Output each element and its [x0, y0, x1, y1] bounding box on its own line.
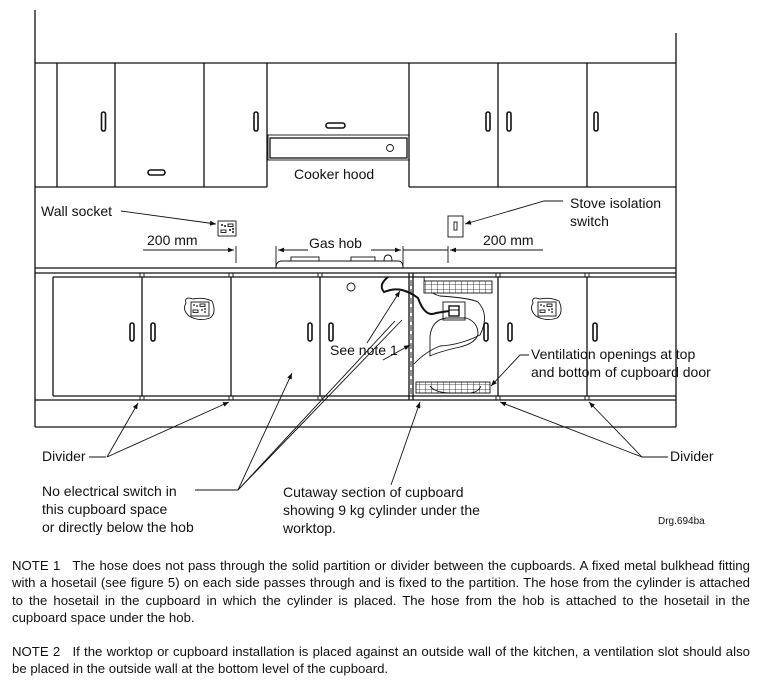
no-switch-label-3: or directly below the hob — [42, 519, 194, 535]
divider-leader — [499, 401, 643, 458]
cabinet-handle — [506, 111, 512, 132]
cabinet-handle — [325, 122, 346, 129]
divider-left-label: Divider — [42, 448, 86, 464]
wall-cabinets — [35, 62, 676, 188]
note-2-label: NOTE 2 — [12, 644, 61, 660]
ventilation-label-2: and bottom of cupboard door — [531, 364, 711, 380]
cupboard-handle — [592, 322, 598, 342]
cabinet-handle — [100, 111, 107, 132]
cutaway-label: Cutaway section of cupboard — [283, 484, 464, 500]
cutaway-leader — [390, 401, 421, 486]
cupboard-handle — [150, 322, 156, 342]
base-cupboards — [52, 272, 676, 401]
note-1-label: NOTE 1 — [12, 558, 61, 573]
cupboard-handle — [129, 322, 135, 342]
cabinet-handle — [253, 111, 259, 132]
cooker-hood: Cooker hood — [267, 134, 410, 182]
cupboard-socket-icon — [184, 297, 215, 321]
dimension-lines — [143, 246, 543, 268]
kitchen-installation-diagram: Cooker hood Wall socket Stove isolation … — [34, 10, 714, 536]
stove-switch-label-2: switch — [570, 213, 609, 229]
dimension-right-label: 200 mm — [483, 232, 534, 248]
worktop — [35, 267, 676, 274]
divider-leader — [106, 402, 139, 458]
gas-hob-icon — [275, 254, 404, 269]
cabinet-handle — [485, 111, 491, 132]
cabinet-handle — [147, 169, 166, 176]
wall-socket-label: Wall socket — [41, 203, 112, 219]
stove-switch-label: Stove isolation — [570, 195, 661, 211]
dimension-left-label: 200 mm — [147, 232, 198, 248]
ventilation-grille-icon — [423, 280, 493, 294]
drawing-reference: Drg.694ba — [658, 516, 705, 527]
cooker-hood-label: Cooker hood — [294, 166, 374, 182]
divider-leader — [106, 401, 230, 458]
gas-cylinder-icon — [429, 301, 479, 357]
cabinet-handle — [593, 111, 599, 132]
cutaway-section — [380, 276, 493, 394]
wall-socket-leader — [120, 210, 217, 226]
no-switch-leader — [237, 372, 293, 491]
cutaway-label-3: worktop. — [282, 520, 336, 536]
note-1-text: The hose does not pass through the solid… — [12, 558, 750, 625]
see-note-1-label: See note 1 — [330, 342, 398, 358]
ventilation-leader — [490, 354, 529, 387]
notes-section: NOTE 1 The hose does not pass through th… — [12, 557, 750, 695]
hose-icon — [380, 276, 450, 315]
see-note-leader — [382, 344, 411, 361]
note-1: NOTE 1 The hose does not pass through th… — [12, 557, 750, 626]
cupboard-handle — [507, 322, 513, 342]
no-switch-leader — [237, 319, 403, 491]
cutaway-label-2: showing 9 kg cylinder under the — [283, 502, 480, 518]
cupboard-handle — [483, 322, 489, 342]
stove-switch-leader — [464, 200, 563, 225]
divider-leader — [588, 401, 643, 458]
see-note-leader — [366, 290, 401, 344]
no-switch-label: No electrical switch in — [42, 483, 177, 499]
cupboard-handle — [328, 322, 334, 342]
cupboard-socket-icon — [531, 297, 562, 321]
plinth — [35, 399, 676, 428]
note-2: NOTE 2 If the worktop or cupboard instal… — [12, 643, 750, 678]
note-2-text: If the worktop or cupboard installation … — [12, 644, 750, 677]
gas-hob-label: Gas hob — [309, 235, 362, 251]
stove-switch-icon — [447, 215, 464, 238]
no-switch-leader — [237, 320, 396, 491]
ventilation-label: Ventilation openings at top — [531, 346, 695, 362]
ventilation-grille-icon — [415, 381, 491, 394]
cupboard-handle — [307, 322, 313, 342]
divider-right-label: Divider — [670, 448, 714, 464]
wall-socket-icon — [217, 220, 237, 237]
no-switch-label-2: this cupboard space — [42, 501, 168, 517]
